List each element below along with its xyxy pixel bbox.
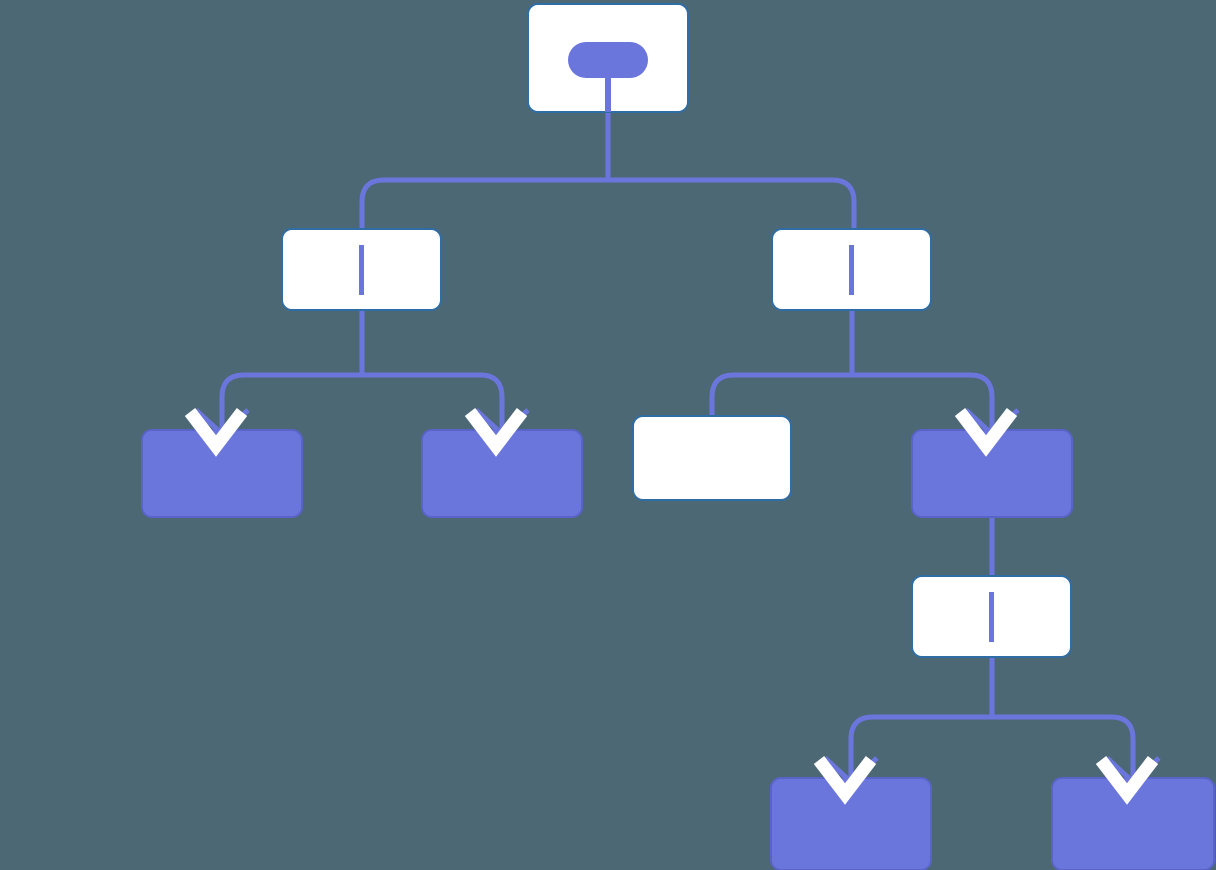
arrowhead-white-chevron-icon: [1095, 756, 1159, 805]
edge-level1-right-to-level2: [709, 310, 995, 430]
arrowhead-to-level2-d: [954, 408, 1020, 457]
arrowhead-to-level2-b: [464, 408, 530, 457]
level3-white-node[interactable]: [911, 575, 1072, 658]
arrowhead-white-chevron-icon: [464, 408, 528, 457]
root-pill-stem: [605, 60, 611, 112]
node-layer: [141, 3, 1215, 870]
level2-white-node-c-box[interactable]: [632, 415, 792, 501]
edge-level3-to-level4: [848, 657, 1136, 778]
edge-level1-left-to-level2: [219, 310, 505, 430]
arrowhead-to-level4-right: [1095, 756, 1161, 805]
level1-right-node[interactable]: [771, 228, 932, 311]
arrowhead-white-chevron-icon: [954, 408, 1018, 457]
arrowhead-to-level4-left: [813, 756, 879, 805]
root-node[interactable]: [527, 3, 689, 113]
arrowhead-white-chevron-icon: [813, 756, 877, 805]
arrowhead-to-level2-a: [184, 408, 250, 457]
arrowhead-white-chevron-icon: [184, 408, 248, 457]
level1-right-node-connector-tick: [849, 245, 854, 295]
level2-white-node-c[interactable]: [632, 415, 792, 501]
arrowhead-layer: [184, 408, 1161, 805]
level1-left-node-connector-tick: [359, 245, 364, 295]
root-pill-shape: [568, 42, 648, 78]
level1-left-node[interactable]: [281, 228, 442, 311]
edge-root-to-level1: [359, 112, 857, 229]
edge-layer: [219, 112, 1136, 778]
level3-white-node-connector-tick: [989, 592, 994, 642]
